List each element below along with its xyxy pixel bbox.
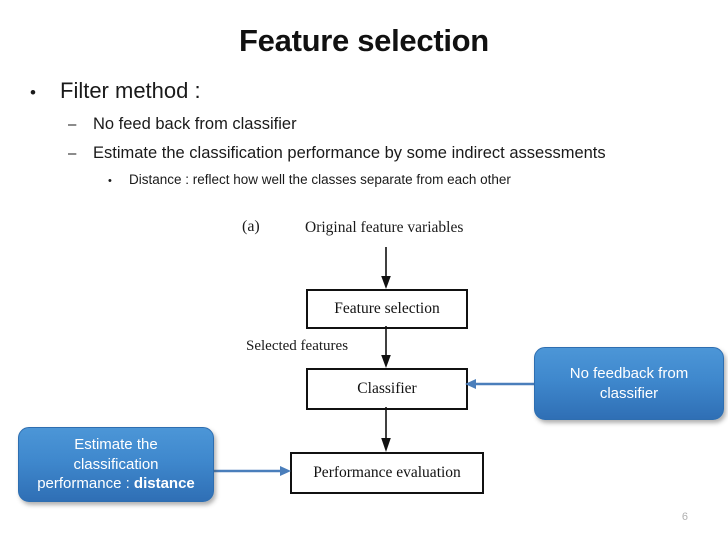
flow-arrow-down-icon <box>381 407 391 452</box>
bullet-level1: • Filter method : <box>30 78 201 104</box>
connector-arrow-left-icon <box>465 379 540 389</box>
callout-line-2: classification <box>73 455 159 473</box>
bullet-marker-icon: • <box>108 175 112 187</box>
figure-box-performance-evaluation: Performance evaluation <box>290 452 484 494</box>
figure-box-classifier: Classifier <box>306 368 468 410</box>
callout-line-2: classifier <box>599 384 659 402</box>
page-number: 6 <box>681 511 688 523</box>
dash-marker-icon: – <box>68 145 77 162</box>
figure-input-label: Original feature variables <box>305 219 464 236</box>
flow-arrow-down-icon <box>381 326 391 368</box>
bullet-level3-1: • Distance : reflect how well the classe… <box>108 172 511 187</box>
connector-arrow-right-icon <box>212 466 291 476</box>
callout-no-feedback-text: No feedback from classifier <box>570 364 688 404</box>
callout-line-1: Estimate the <box>74 435 158 453</box>
callout-line-1: No feedback from <box>569 364 689 382</box>
bullet-level2-2: – Estimate the classification performanc… <box>68 144 606 163</box>
flow-arrow-down-icon <box>381 247 391 289</box>
bullet-level2-2-text: Estimate the classification performance … <box>93 144 606 162</box>
dash-marker-icon: – <box>68 116 77 133</box>
bullet-level1-text: Filter method : <box>60 78 201 103</box>
bullet-marker-icon: • <box>30 83 36 102</box>
figure-panel-label: (a) <box>242 218 260 235</box>
bullet-level3-1-text: Distance : reflect how well the classes … <box>129 172 511 187</box>
figure-box-feature-selection: Feature selection <box>306 289 468 329</box>
callout-line-3-prefix: performance : <box>37 475 134 493</box>
figure-intermediate-label: Selected features <box>246 338 349 354</box>
bullet-level2-1-text: No feed back from classifier <box>93 115 297 133</box>
bullet-level2-1: – No feed back from classifier <box>68 115 297 134</box>
callout-line-3-emphasis: distance <box>133 475 195 493</box>
callout-estimate-text: Estimate the classification performance … <box>37 435 195 494</box>
callout-no-feedback[interactable]: No feedback from classifier <box>534 347 724 420</box>
page-title: Feature selection <box>239 23 489 58</box>
callout-estimate-performance[interactable]: Estimate the classification performance … <box>18 427 214 502</box>
